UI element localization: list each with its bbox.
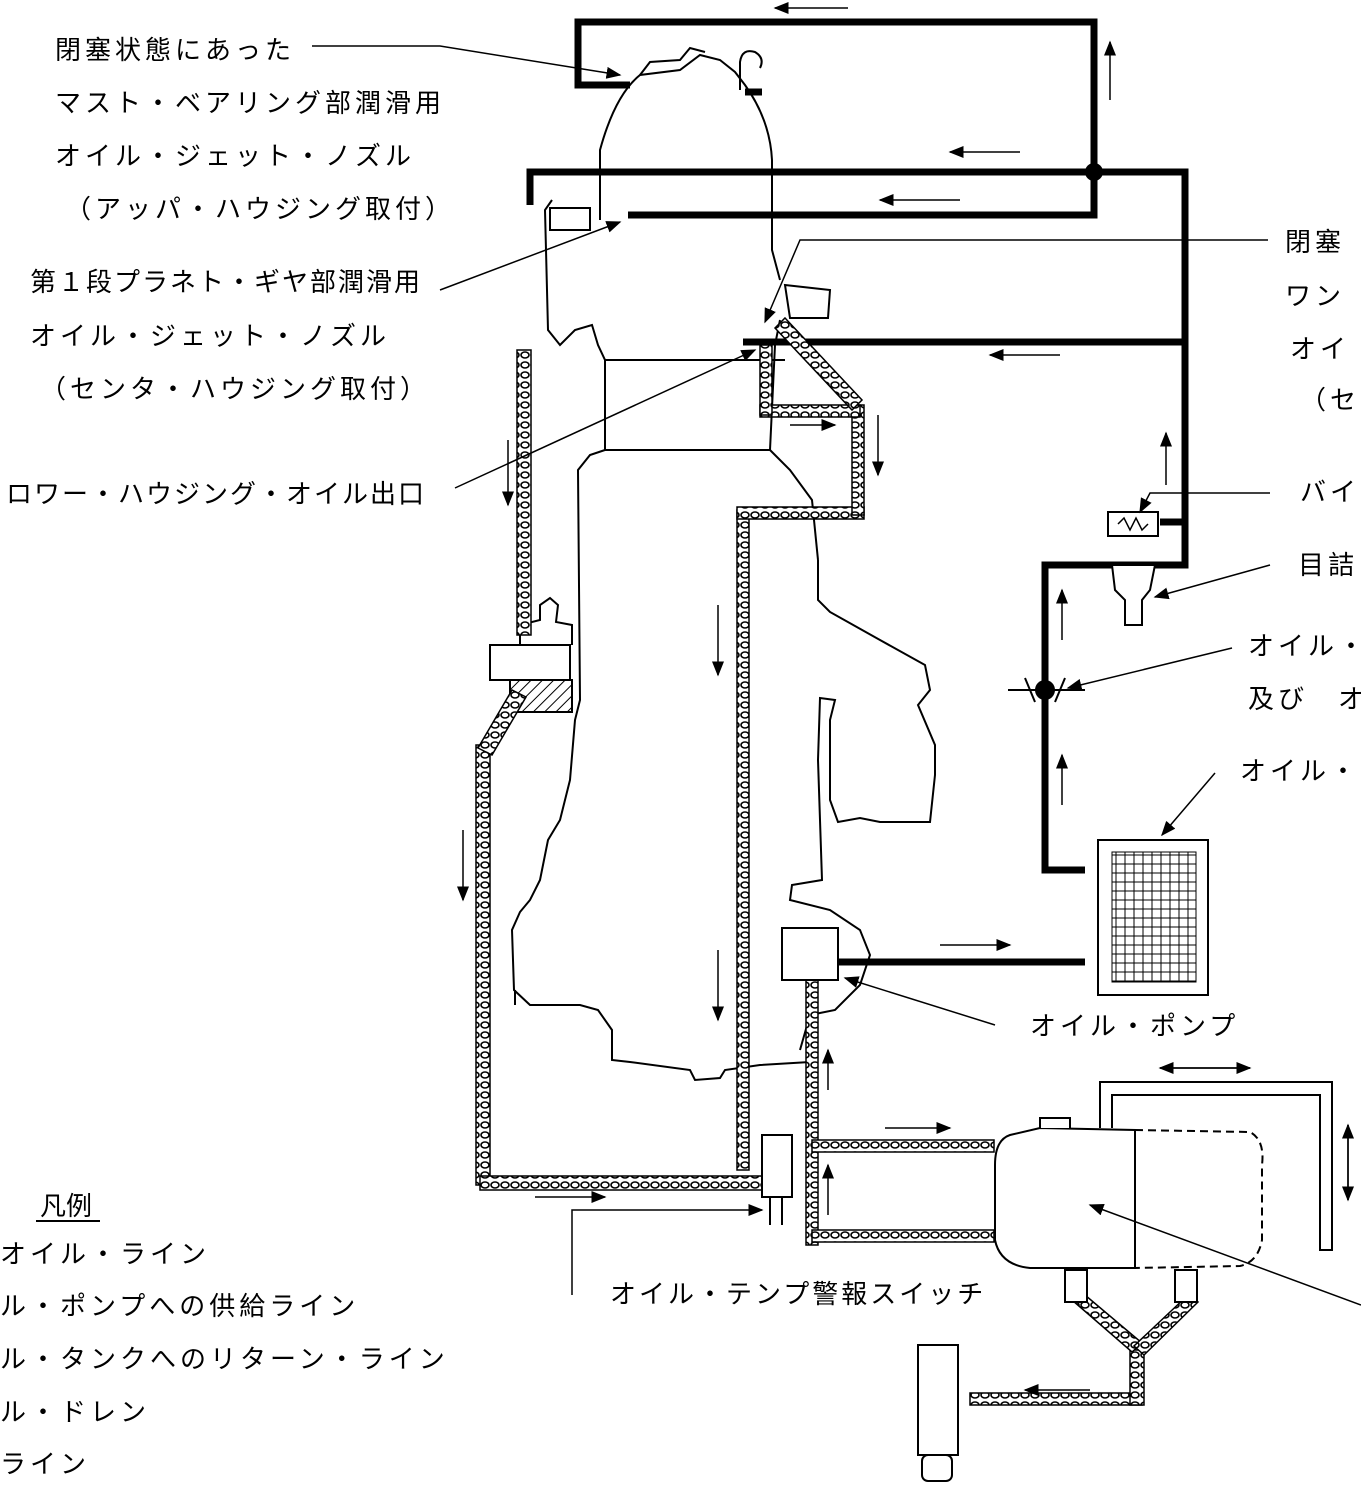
label-clogged: 目詰ま: [1298, 551, 1361, 581]
label-mast-nozzle-1: 閉塞状態にあった: [55, 36, 295, 66]
label-oil-junction-1: オイル・: [1248, 632, 1361, 662]
oil-pump-body: [782, 928, 838, 980]
label-oil-pump: オイル・ポンプ: [1030, 1012, 1239, 1042]
drain-left-branch: [1072, 1295, 1142, 1352]
label-right-closed-4: （セ: [1300, 386, 1360, 416]
oil-filter: [1112, 565, 1155, 625]
temp-switch-body: [762, 1135, 792, 1197]
label-right-closed-2: ワン: [1285, 282, 1345, 312]
drain-right-branch: [1134, 1295, 1198, 1355]
label-right-closed-1: 閉塞: [1285, 228, 1345, 258]
label-bypass: バイ: [1300, 478, 1360, 508]
legend-item: オイル・ライン: [0, 1240, 210, 1270]
label-lower-outlet: ロワー・ハウジング・オイル出口: [6, 480, 426, 510]
label-planet-nozzle-1: 第１段プラネト・ギヤ部潤滑用: [30, 268, 422, 298]
tank-drain-left: [1065, 1270, 1087, 1302]
label-oil-junction-2: 及び オ: [1248, 685, 1361, 715]
label-planet-nozzle-3: （センタ・ハウジング取付）: [40, 375, 430, 405]
legend-item: ル・ドレン: [0, 1398, 150, 1428]
label-temp-switch: オイル・テンプ警報スイッチ: [610, 1280, 986, 1310]
junction-node: [1085, 163, 1103, 181]
legend-underline: [36, 1220, 100, 1222]
drain-valve-cap: [922, 1455, 952, 1481]
transmission-outline: [490, 48, 935, 1080]
legend-item: ル・タンクへのリターン・ライン: [0, 1345, 449, 1375]
legend-item: ライン: [0, 1450, 90, 1480]
oil-tank-dashed: [1135, 1130, 1263, 1268]
label-mast-nozzle-3: オイル・ジェット・ノズル: [55, 142, 415, 172]
return-line-diagonal: [478, 690, 526, 755]
upper-fitting: [550, 208, 590, 230]
label-mast-nozzle-2: マスト・ベアリング部潤滑用: [55, 89, 445, 119]
oil-tank: [995, 1128, 1135, 1268]
oil-cooler-core: [1112, 852, 1196, 982]
legend-item: ル・ポンプへの供給ライン: [0, 1292, 359, 1322]
label-oil-cooler: オイル・: [1240, 757, 1360, 787]
tank-drain-right: [1175, 1270, 1197, 1302]
center-fitting: [785, 285, 830, 318]
drain-valve: [918, 1345, 958, 1455]
label-right-closed-3: オイ: [1290, 335, 1350, 365]
label-planet-nozzle-2: オイル・ジェット・ノズル: [30, 322, 390, 352]
legend-title: 凡例: [40, 1186, 92, 1223]
tank-filler-cap: [1040, 1118, 1070, 1128]
temp-switch-leads: [770, 1197, 782, 1225]
leader-lines: [312, 46, 1361, 1305]
label-mast-nozzle-4: （アッパ・ハウジング取付）: [65, 195, 455, 225]
return-line-slope: [775, 318, 862, 410]
